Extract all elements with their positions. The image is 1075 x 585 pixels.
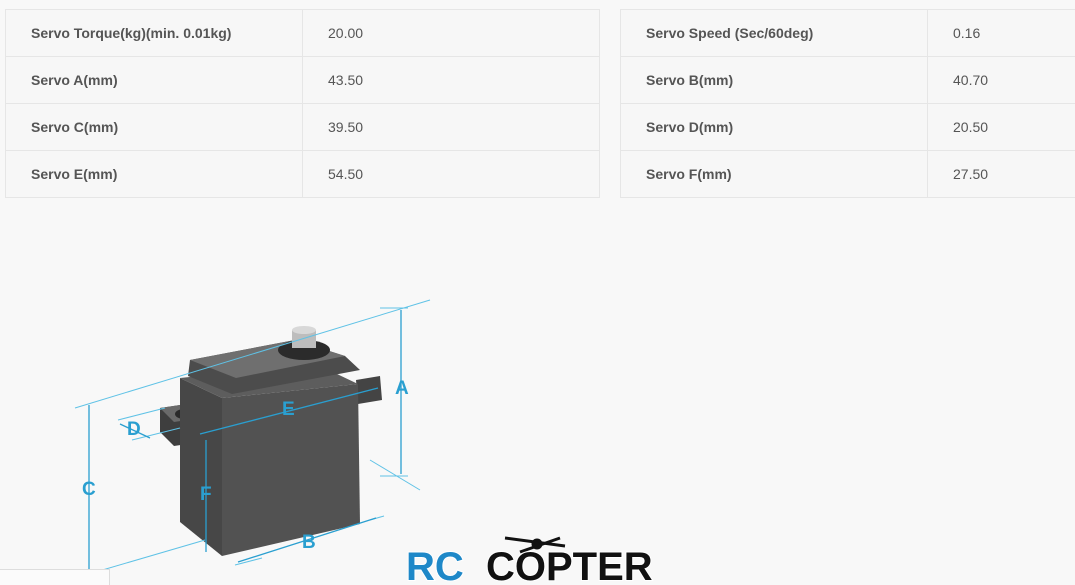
spec-label: Servo E(mm) xyxy=(5,150,303,198)
spec-label: Servo C(mm) xyxy=(5,103,303,151)
spec-value: 0.16 xyxy=(927,9,1075,57)
spec-label: Servo F(mm) xyxy=(620,150,928,198)
spec-label: Servo D(mm) xyxy=(620,103,928,151)
spec-value: 20.50 xyxy=(927,103,1075,151)
dimension-label-f: F xyxy=(200,484,212,505)
logo-copter-text: COPTER xyxy=(486,545,653,585)
spec-value: 54.50 xyxy=(302,150,600,198)
dimension-label-c: C xyxy=(82,479,96,500)
dimension-label-d: D xyxy=(127,419,141,440)
servo-body xyxy=(160,326,382,556)
dimension-arrows xyxy=(88,310,402,572)
servo-dimension-diagram: A B C D E F RC COPTER xyxy=(74,299,654,585)
spec-table-left: Servo Torque(kg)(min. 0.01kg) 20.00 Serv… xyxy=(5,9,600,198)
spec-value: 40.70 xyxy=(927,56,1075,104)
horizontal-scrollbar[interactable] xyxy=(0,569,110,585)
rc-copter-logo: RC COPTER xyxy=(405,536,654,585)
rotor-icon xyxy=(504,536,566,554)
table-row: Servo F(mm) 27.50 xyxy=(620,150,1075,198)
dimension-label-b: B xyxy=(302,532,316,553)
table-row: Servo D(mm) 20.50 xyxy=(620,103,1075,151)
spec-label: Servo Torque(kg)(min. 0.01kg) xyxy=(5,9,303,57)
dimension-lines xyxy=(74,299,431,577)
table-row: Servo Speed (Sec/60deg) 0.16 xyxy=(620,9,1075,57)
table-row: Servo A(mm) 43.50 xyxy=(5,56,600,104)
dimension-label-a: A xyxy=(395,378,409,399)
dimension-label-e: E xyxy=(282,399,295,420)
spec-value: 20.00 xyxy=(302,9,600,57)
table-row: Servo E(mm) 54.50 xyxy=(5,150,600,198)
spec-value: 27.50 xyxy=(927,150,1075,198)
spec-label: Servo B(mm) xyxy=(620,56,928,104)
table-row: Servo Torque(kg)(min. 0.01kg) 20.00 xyxy=(5,9,600,57)
spec-label: Servo Speed (Sec/60deg) xyxy=(620,9,928,57)
logo-rc-text: RC xyxy=(406,545,464,585)
spec-label: Servo A(mm) xyxy=(5,56,303,104)
table-row: Servo C(mm) 39.50 xyxy=(5,103,600,151)
table-row: Servo B(mm) 40.70 xyxy=(620,56,1075,104)
spec-value: 43.50 xyxy=(302,56,600,104)
spec-value: 39.50 xyxy=(302,103,600,151)
spec-table-right: Servo Speed (Sec/60deg) 0.16 Servo B(mm)… xyxy=(620,9,1075,198)
